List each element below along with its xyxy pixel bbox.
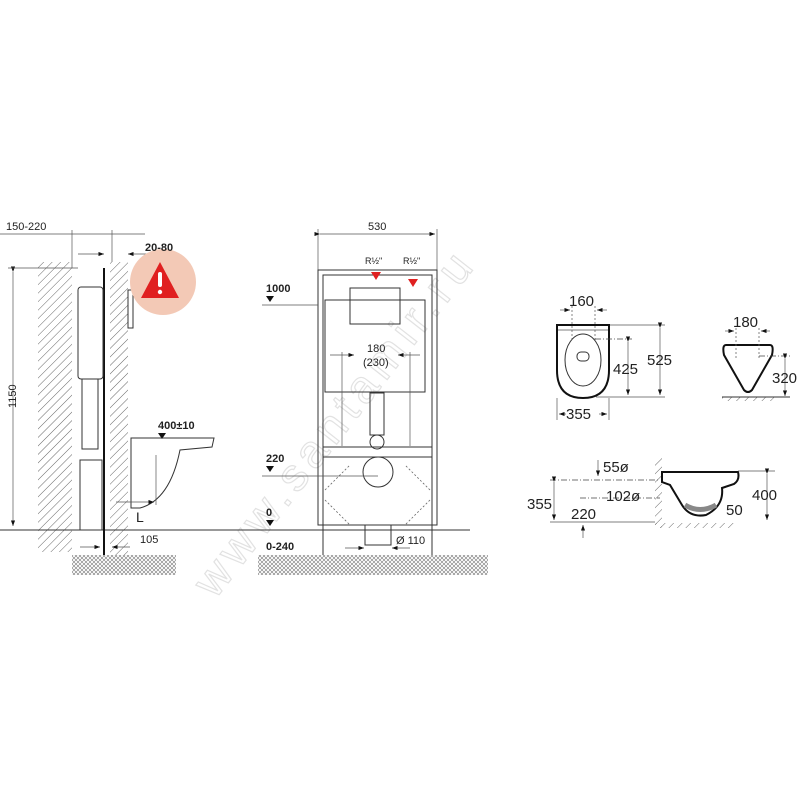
level-1000: 1000 [266,283,290,295]
bowl-top-view: 160 425 525 355 [556,293,672,423]
outlet-offset-dim: 105 [140,534,158,546]
cistern [324,299,426,393]
wall-hung-bowl [130,437,215,509]
bowl-side-outline [661,471,740,517]
inlet-diameter-dim: 55ø [603,459,629,476]
bowl-side-view: 55ø 102ø 355 220 400 50 [527,458,777,538]
finish-thickness-dim: 20-80 [145,242,173,254]
bowl-back-outline [722,344,774,393]
seat-height-dim: 400±10 [158,420,195,432]
front-view: 530 R½" R½" 180 (230) 1000 220 0 0-240 [258,221,488,575]
spacing-dim: 180 [367,343,385,355]
bowl-back-view: 180 320 [722,314,797,401]
watermark: www.santamir.ru [181,237,486,607]
back-wall [38,262,72,552]
inlet-left-icon [371,272,381,280]
pipe-diameter: Ø 110 [396,535,425,547]
spacing-alt-dim: (230) [363,357,389,369]
inlet-left-label: R½" [365,256,382,266]
side-view: 150-220 20-80 1150 400±10 L 105 [0,221,470,575]
water-depth-dim: 50 [726,502,743,519]
back-bolt-spacing-dim: 180 [733,314,758,331]
inlet-height-dim: 355 [527,496,552,513]
wall-gap-dim: 150-220 [6,221,46,233]
cistern [77,286,104,380]
floor-slab [258,555,488,575]
bolt-spacing-dim: 160 [569,293,594,310]
bolt-to-front-dim: 425 [613,361,638,378]
inlet-right-icon [408,279,418,287]
level-220: 220 [266,453,284,465]
outlet-height-dim: 220 [571,506,596,523]
floor-slab [72,555,176,575]
outlet-diameter-dim: 102ø [606,488,640,505]
length-dim: 525 [647,352,672,369]
drain-pipe [79,459,103,531]
width-dim: 355 [566,406,591,423]
finish-wall [110,262,128,560]
rim-height-dim: 400 [752,487,777,504]
flush-pipe [81,378,99,450]
height-dim: 1150 [7,384,19,408]
distance-l: L [136,509,144,525]
flush-plate [127,289,134,329]
frame-width-dim: 530 [368,221,386,233]
inlet-right-label: R½" [403,256,420,266]
drain-opening [362,456,394,488]
level-0: 0 [266,507,272,519]
warning-icon [141,262,179,298]
floor-range: 0-240 [266,541,294,553]
valve-housing [349,287,401,325]
bolt-height-dim: 320 [772,370,797,387]
